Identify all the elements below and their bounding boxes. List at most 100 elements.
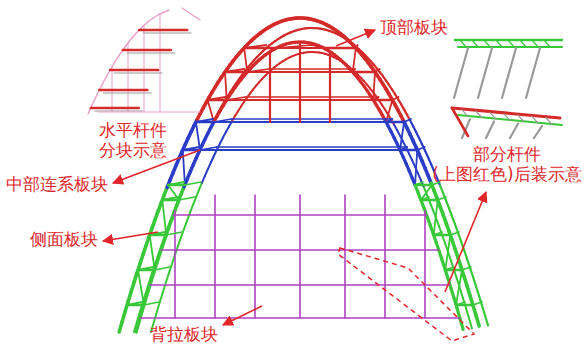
arch-chord [428,157,431,164]
back-pull-member [161,249,439,251]
inset-member [88,110,90,114]
depth-member [421,197,429,200]
arch-chord [440,185,443,192]
depth-member [434,232,442,235]
horizontal-member [217,146,408,147]
inset-member [114,73,162,74]
leader-lines [103,30,486,325]
inset-member [472,40,478,47]
inset-member [510,124,518,138]
horizontal-member [269,68,355,69]
diagonal-member [162,200,166,235]
depth-member [208,97,226,100]
arch-chord [211,156,214,162]
callout-label: 侧面板块 [30,229,98,249]
inset-member [486,121,494,138]
arch-chord [160,292,163,302]
depth-member [450,232,458,235]
inset-member [544,40,550,47]
inset-member [153,14,160,18]
inset-member [454,48,468,98]
arch-chord [418,173,421,180]
arch-chord [476,286,479,296]
arch-chord [479,296,482,306]
arch-chord [184,221,187,229]
top-rib [299,42,301,122]
callout-label: 中部连系板块 [6,174,108,194]
web-member [353,71,375,73]
diagonal-member [400,122,404,150]
diagonal-member [434,200,438,235]
inset-member [526,48,540,98]
label-line: 侧面板块 [30,229,98,249]
arch-chord [208,162,211,169]
depth-member [225,69,244,72]
top-rib [329,52,331,122]
arch-chord [409,154,412,160]
label-line: 背拉板块 [150,324,218,344]
diagonal-member [421,185,432,200]
depth-member [166,232,182,235]
depth-member [415,182,423,185]
inset-member [91,107,139,110]
inset-member [160,10,169,14]
label-line: 顶部板块 [380,17,448,37]
depth-member [462,267,471,270]
inset-member [182,8,200,20]
diagonal-member [415,150,417,185]
inset-member [534,126,542,138]
inset-member [532,116,538,123]
inset-member [502,48,516,98]
inset-member [460,40,466,47]
arch-chord [163,282,166,292]
back-pull-member [424,211,426,318]
inset-sketches [88,8,562,138]
depth-member [445,267,454,270]
label-line: 分块示意 [88,140,178,160]
arch-chord [466,308,469,318]
diagonal-member [138,270,144,305]
depth-member [138,267,153,270]
inset-member [95,111,143,112]
diagonal-member [196,122,200,150]
arch-chord [482,306,485,316]
inset-member [546,118,552,125]
callout-label: 背拉板块 [150,324,218,344]
inset-member [129,38,132,42]
inset-member [458,46,562,48]
inset-member [103,93,151,94]
arch-chord [436,218,439,226]
arch-chord [469,318,472,328]
arch-chord [190,205,193,213]
web-member [324,47,356,49]
arch-chord [136,321,139,332]
arch-chord [196,190,199,197]
horizontal-member [231,118,392,119]
arch-chord [166,273,169,282]
leader-line [445,192,486,292]
label-line: (上图红色)后装示意 [432,164,582,184]
inset-member [110,69,158,72]
depth-member [183,147,200,150]
arch-chord [464,250,467,259]
inset-member [123,49,171,52]
inset-member [160,14,161,112]
depth-member [155,267,170,270]
inset-member [99,89,147,92]
depth-member [456,302,465,305]
arch-chord [139,311,142,321]
callout-label: 水平杆件 分块示意 [88,120,178,161]
arch-chord [181,229,184,237]
arch-chord [193,197,196,205]
diagonal-member [373,72,375,100]
inset-member [532,40,538,47]
top-rib [269,52,271,122]
arch-chord [449,208,452,216]
depth-member [162,197,178,200]
back-pull-member [299,195,301,318]
arch-chord [485,315,488,325]
horizontal-member [245,96,378,97]
inset-member [476,111,482,117]
arch-chord [205,169,208,176]
